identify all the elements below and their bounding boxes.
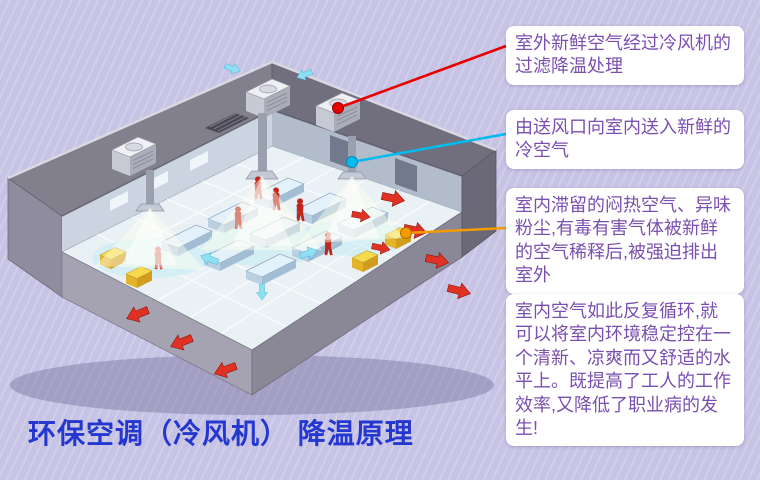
callout-text: 由送风口向室内送入新鲜的冷空气 <box>515 117 731 161</box>
callout-text: 室内空气如此反复循环,就可以将室内环境稳定控在一个清新、凉爽而又舒适的水平上。既… <box>515 301 731 438</box>
cooling-diagram-illustration <box>7 60 497 415</box>
callout-box-supply-vent: 由送风口向室内送入新鲜的冷空气 <box>506 110 744 169</box>
interior-back-left-wall <box>62 110 272 252</box>
callout-box-exhaust: 室内滞留的闷热空气、异味粉尘,有毒有害气体被新鲜的空气稀释后,被强迫排出室外 <box>506 188 744 294</box>
cool-air-cones <box>95 176 404 270</box>
callout-text: 室外新鲜空气经过冷风机的过滤降温处理 <box>515 33 731 77</box>
callout-text: 室内滞留的闷热空气、异味粉尘,有毒有害气体被新鲜的空气稀释后,被强迫排出室外 <box>515 195 731 286</box>
callout-box-fresh-air-intake: 室外新鲜空气经过冷风机的过滤降温处理 <box>506 26 744 85</box>
roof-vent-grille <box>205 111 249 133</box>
callout-box-circulation-summary: 室内空气如此反复循环,就可以将室内环境稳定控在一个清新、凉爽而又舒适的水平上。既… <box>506 294 744 447</box>
page-title: 环保空调（冷风机） 降温原理 <box>28 418 414 449</box>
